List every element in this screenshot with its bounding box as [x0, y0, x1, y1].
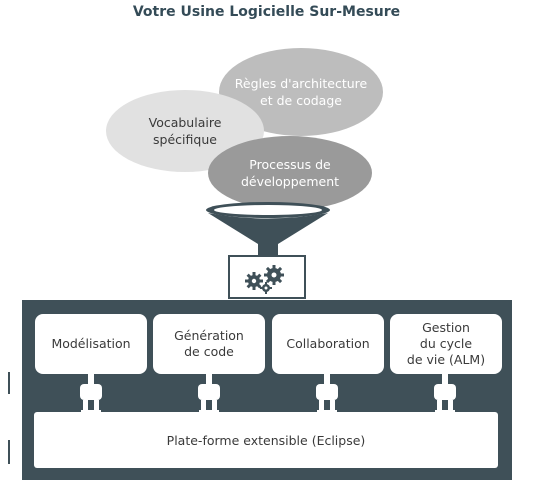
- diagram-title: Votre Usine Logicielle Sur-Mesure: [132, 4, 401, 20]
- development-process-ellipse: Processus de développement: [208, 136, 372, 210]
- module-alm: Gestion du cycle de vie (ALM): [390, 314, 502, 374]
- plug-icon: [80, 374, 102, 414]
- funnel-icon: [206, 202, 330, 260]
- vocabulary-ellipse: Vocabulaire spécifique: [106, 90, 264, 172]
- module-collaboration: Collaboration: [272, 314, 384, 374]
- plug-icon: [198, 374, 220, 414]
- plug-icon: [434, 374, 456, 414]
- gears-icon: [245, 265, 284, 294]
- gears-box: [228, 255, 306, 299]
- edge-divider: [8, 372, 10, 394]
- plug-icon: [316, 374, 338, 414]
- module-modeling: Modélisation: [35, 314, 147, 374]
- edge-divider: [8, 440, 10, 464]
- extensible-platform: Plate-forme extensible (Eclipse): [34, 412, 498, 468]
- module-code-generation: Génération de code: [153, 314, 265, 374]
